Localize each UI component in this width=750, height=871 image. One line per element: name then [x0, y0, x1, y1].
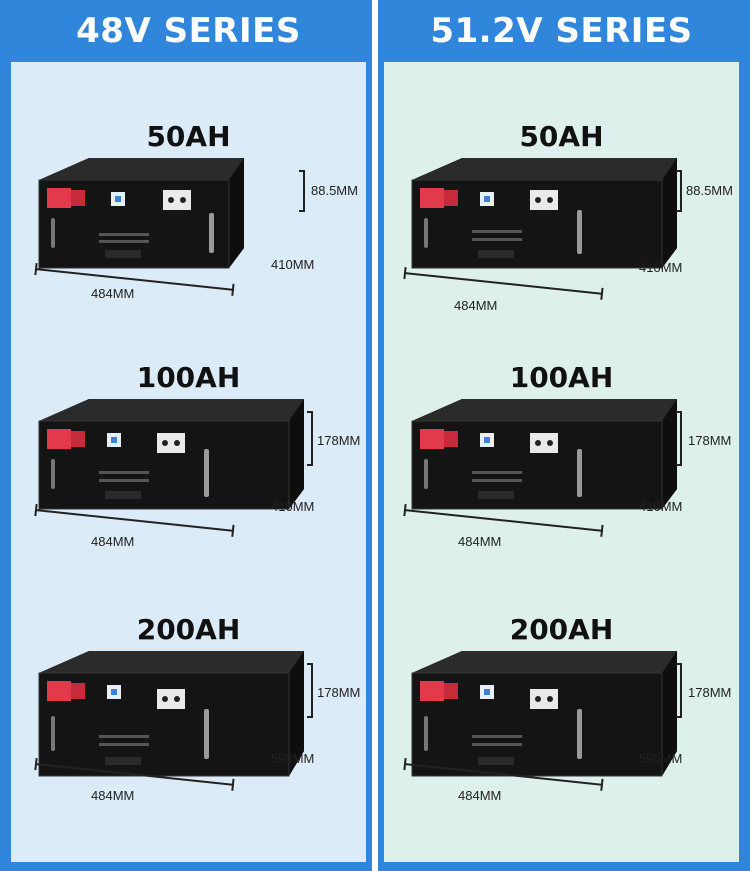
battery-image: [38, 651, 304, 777]
column-title: 48V SERIES: [76, 11, 301, 51]
height-label: 178MM: [688, 433, 732, 448]
height-label: 178MM: [317, 433, 361, 448]
battery-unit: 100AH 178MM 410MM 4: [384, 361, 739, 611]
depth-label: 410MM: [639, 499, 683, 514]
depth-label: 590MM: [271, 751, 315, 766]
height-bracket: [676, 663, 682, 718]
depth-label: 410MM: [271, 257, 315, 272]
column-title: 51.2V SERIES: [430, 11, 693, 51]
depth-label: 410MM: [639, 260, 683, 275]
battery-image: [38, 399, 304, 510]
height-bracket: [307, 411, 313, 466]
capacity-label: 100AH: [136, 361, 241, 394]
battery-unit: 200AH 178MM 590MM 4: [11, 613, 366, 863]
height-label: 88.5MM: [686, 183, 733, 198]
capacity-label: 50AH: [146, 120, 231, 153]
width-label: 484MM: [454, 298, 498, 313]
column-panel: 50AH 88.5MM 410MM 4: [384, 62, 739, 862]
height-label: 178MM: [688, 685, 732, 700]
height-bracket: [676, 411, 682, 466]
capacity-label: 100AH: [509, 361, 614, 394]
column-panel: 50AH 88.5MM 410MM 4: [11, 62, 366, 862]
capacity-label: 200AH: [136, 613, 241, 646]
width-label: 484MM: [91, 788, 135, 803]
depth-label: 590MM: [639, 751, 683, 766]
height-label: 178MM: [317, 685, 361, 700]
column-51-2v: 51.2V SERIES 50AH 88.5M: [378, 0, 745, 867]
height-bracket: [299, 170, 305, 212]
depth-label: 410MM: [271, 499, 315, 514]
column-divider: [372, 0, 378, 871]
battery-unit: 50AH 88.5MM 410MM 4: [11, 120, 366, 370]
width-label: 484MM: [458, 788, 502, 803]
battery-unit: 50AH 88.5MM 410MM 4: [384, 120, 739, 370]
capacity-label: 50AH: [519, 120, 604, 153]
battery-image: [38, 158, 244, 269]
width-label: 484MM: [91, 534, 135, 549]
width-label: 484MM: [91, 286, 135, 301]
battery-unit: 200AH 178MM 590MM 4: [384, 613, 739, 863]
capacity-label: 200AH: [509, 613, 614, 646]
height-label: 88.5MM: [311, 183, 358, 198]
height-bracket: [676, 170, 682, 212]
battery-image: [411, 399, 677, 510]
battery-unit: 100AH 178MM 410MM 4: [11, 361, 366, 611]
width-label: 484MM: [458, 534, 502, 549]
column-48v: 48V SERIES 50AH 88.5MM: [5, 0, 372, 867]
battery-image: [411, 651, 677, 777]
height-bracket: [307, 663, 313, 718]
battery-image: [411, 158, 677, 269]
